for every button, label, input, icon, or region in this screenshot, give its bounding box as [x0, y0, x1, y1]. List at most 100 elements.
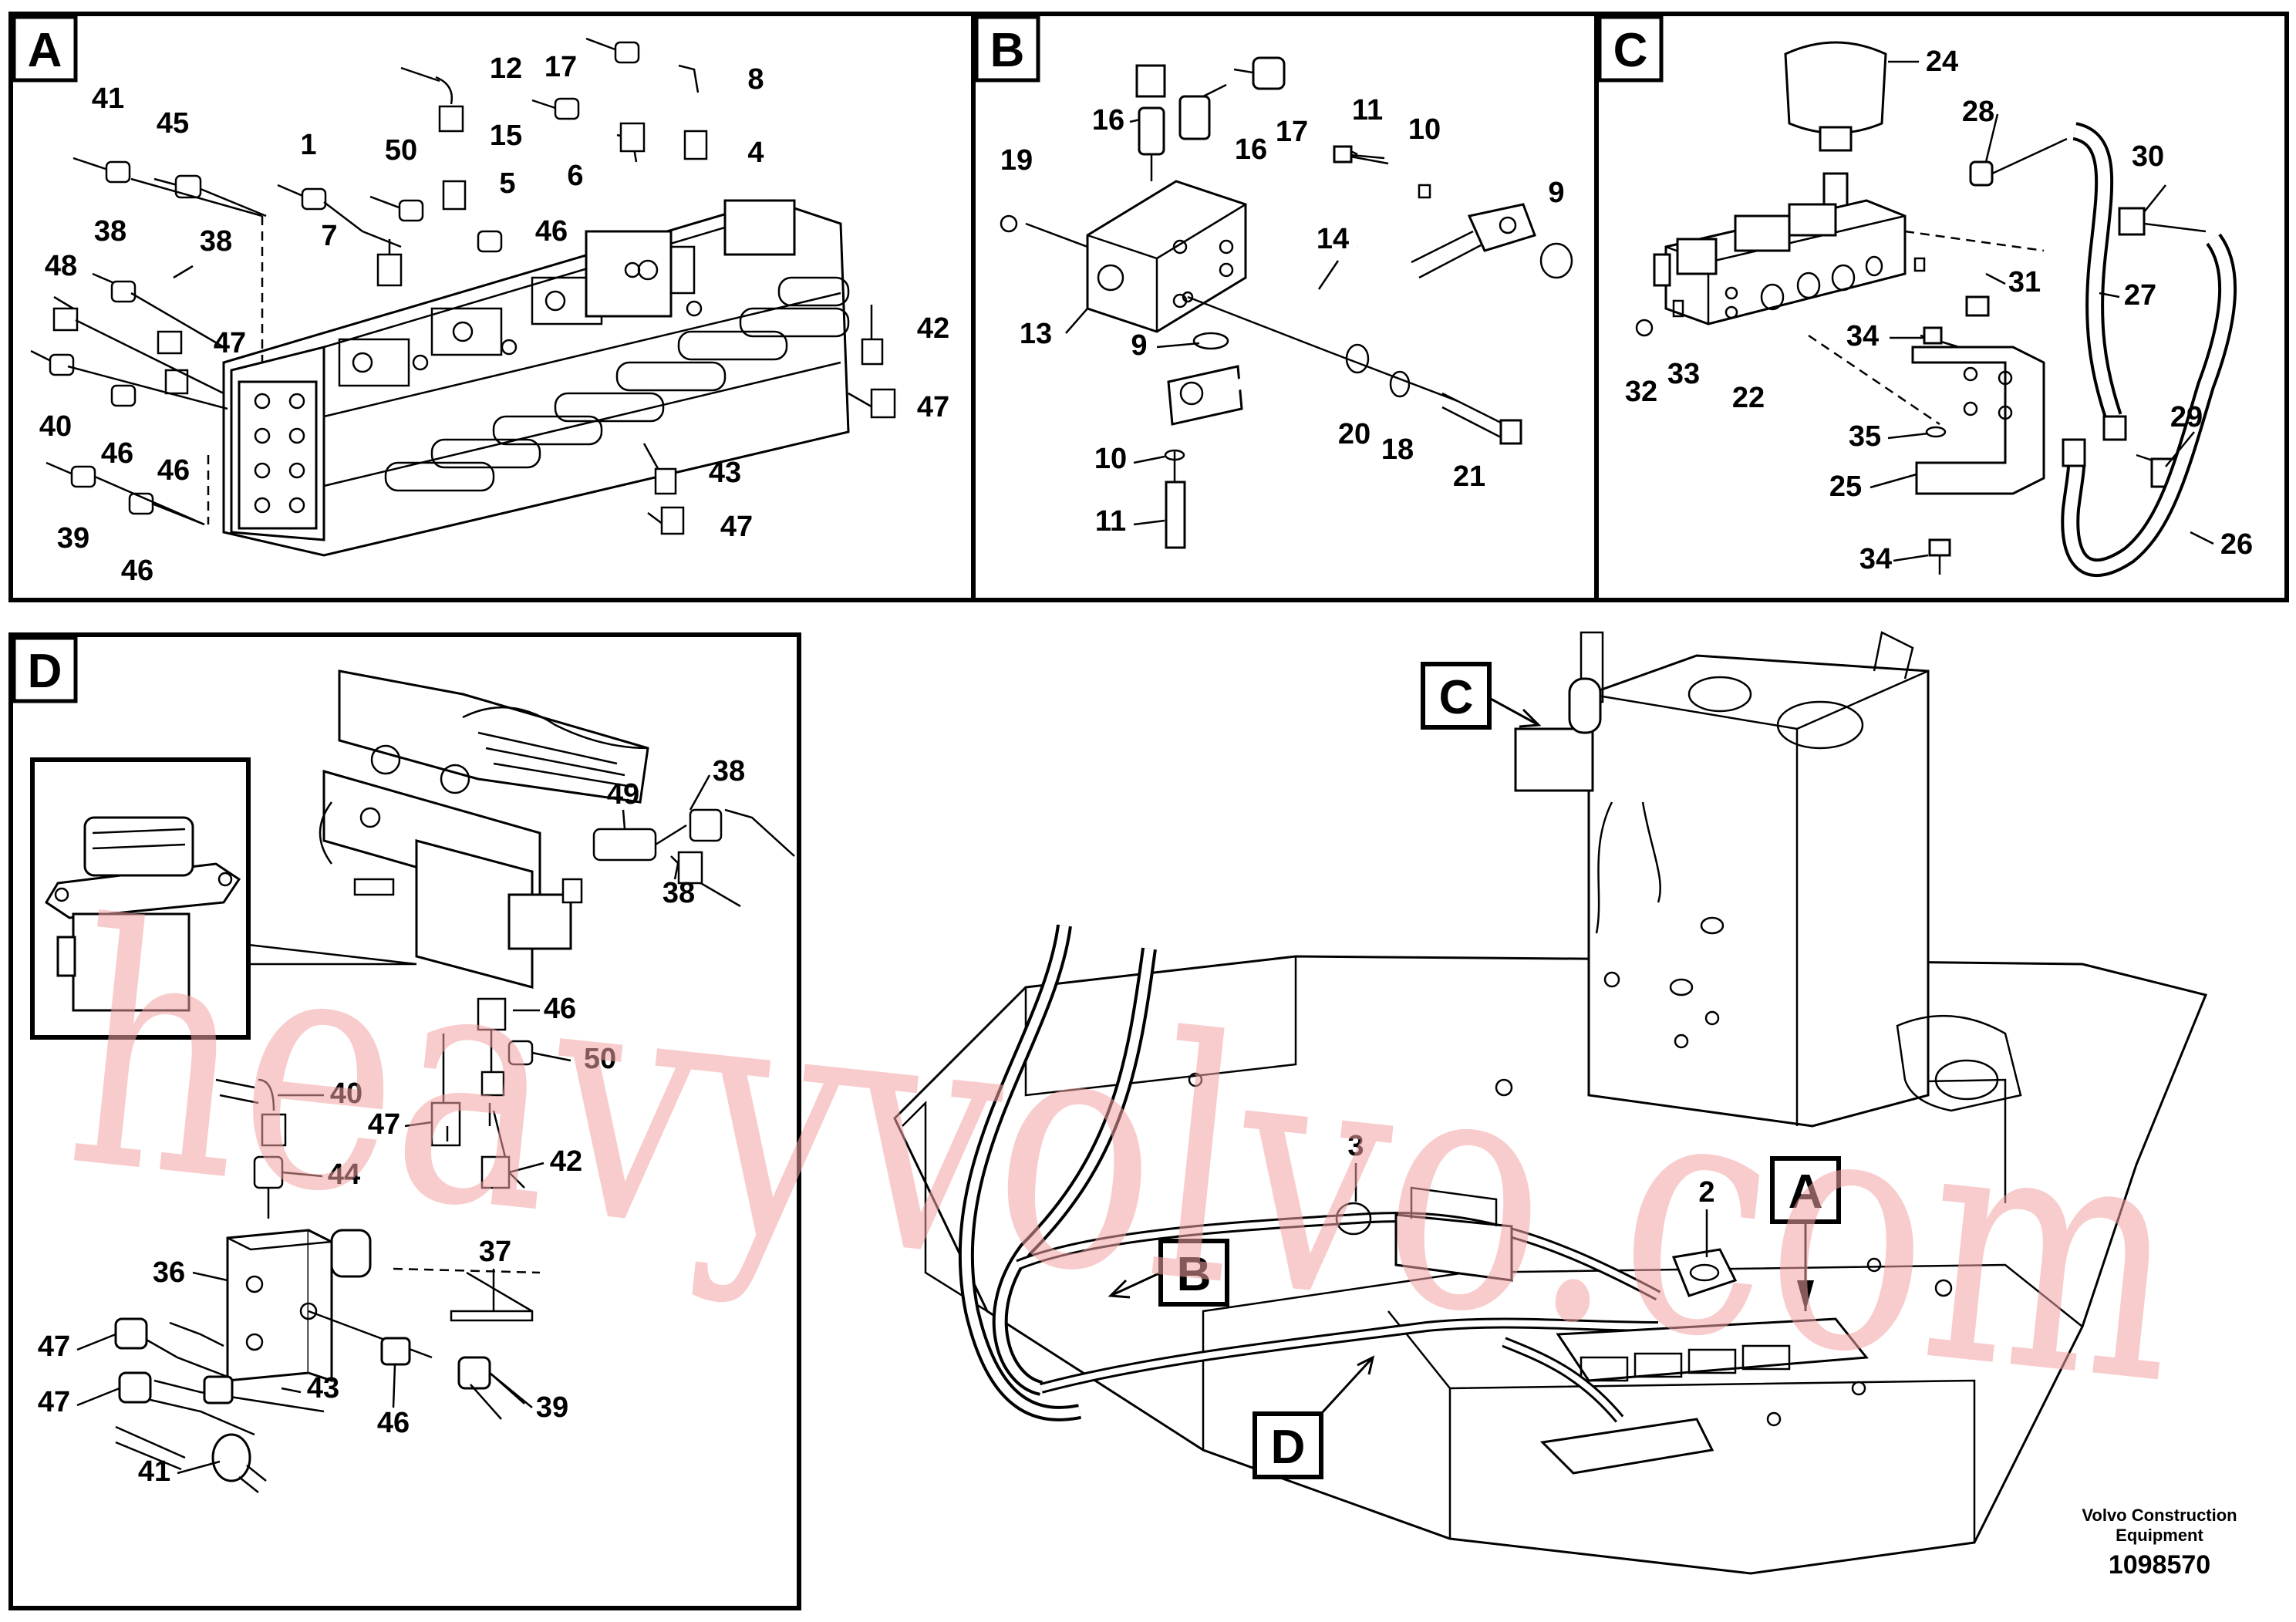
label-a-45: 45 — [157, 107, 189, 140]
label-d-42: 42 — [550, 1145, 582, 1178]
label-a-17: 17 — [544, 51, 577, 83]
label-d-38: 38 — [663, 877, 695, 909]
label-b-11-top: 11 — [1352, 94, 1383, 126]
label-d-38-top: 38 — [713, 755, 745, 787]
label-c-25: 25 — [1829, 470, 1862, 503]
overview-callout-d: D — [1253, 1355, 1375, 1479]
panel-a-tag: A — [28, 24, 62, 77]
label-d-47-bottom: 47 — [38, 1386, 70, 1418]
panel-d-fittings — [215, 808, 795, 1219]
label-d-47-mid: 47 — [38, 1330, 70, 1363]
footer-drawing-number: 1098570 — [2109, 1550, 2210, 1580]
panel-b-frame — [971, 12, 1599, 602]
label-c-26: 26 — [2220, 528, 2253, 561]
label-a-6: 6 — [567, 160, 583, 192]
label-a-46-mid2: 46 — [157, 454, 190, 487]
overview-label-3: 3 — [1347, 1130, 1364, 1162]
label-c-32: 32 — [1625, 376, 1657, 408]
label-a-47-bottom: 47 — [720, 511, 753, 543]
label-d-50: 50 — [584, 1043, 616, 1075]
label-d-46-top: 46 — [544, 993, 576, 1025]
label-d-47-top: 47 — [368, 1108, 400, 1141]
label-b-13: 13 — [1020, 318, 1052, 350]
label-b-20: 20 — [1338, 418, 1371, 450]
footer-company-line2: Equipment — [2116, 1526, 2203, 1545]
label-c-35: 35 — [1849, 420, 1881, 453]
panel-b-tag-box — [974, 15, 1040, 83]
label-a-4: 4 — [747, 137, 764, 169]
panel-c: C — [1594, 12, 2289, 602]
panel-b-leaders — [1065, 118, 1340, 526]
label-c-24: 24 — [1926, 46, 1958, 78]
label-d-37: 37 — [479, 1236, 511, 1268]
overview-label-2: 2 — [1698, 1176, 1714, 1209]
label-a-43: 43 — [709, 457, 741, 489]
pedal-assembly-drawing — [319, 669, 649, 989]
panel-b-labels: 16 16 17 11 10 19 9 14 13 9 20 18 21 10 … — [1000, 94, 1565, 538]
overview-machine — [893, 631, 2208, 1575]
label-a-38-left: 38 — [94, 215, 126, 248]
solenoid-block-drawing — [1000, 56, 1573, 549]
label-a-39: 39 — [57, 522, 89, 555]
overview-callout-c: C — [1421, 662, 1542, 730]
label-b-21: 21 — [1453, 460, 1485, 493]
overview-callout-d-text: D — [1271, 1421, 1306, 1474]
label-c-29: 29 — [2170, 401, 2203, 433]
overview-callout-a: A — [1770, 1156, 1841, 1311]
panel-d-labels: 38 49 38 46 50 47 42 40 44 37 36 47 43 4… — [38, 755, 745, 1488]
valve-manifold-drawing — [1635, 41, 2237, 578]
label-d-36: 36 — [153, 1256, 185, 1289]
overview-labels: 3 2 — [1347, 1130, 1715, 1257]
panel-d: D — [8, 632, 801, 1610]
label-b-16-right: 16 — [1235, 133, 1267, 166]
label-a-47-left: 47 — [214, 327, 246, 359]
label-c-34-bottom: 34 — [1859, 543, 1892, 575]
label-b-9: 9 — [1131, 329, 1147, 362]
label-a-8: 8 — [747, 63, 764, 96]
label-a-42: 42 — [917, 312, 949, 345]
label-a-46-top: 46 — [535, 215, 568, 248]
label-a-7: 7 — [321, 220, 337, 252]
panel-c-labels: 24 28 30 27 31 32 33 22 34 35 25 29 26 3… — [1625, 46, 2253, 575]
solenoid-valve-36-drawing — [114, 1229, 541, 1493]
panel-d-tag: D — [28, 645, 62, 698]
panel-a-labels: 41 45 1 12 17 8 50 5 15 6 4 38 38 48 7 4… — [39, 51, 949, 587]
label-a-47-right: 47 — [917, 391, 949, 423]
panel-c-tag: C — [1613, 24, 1648, 77]
panel-a-fittings — [30, 37, 896, 535]
label-d-41: 41 — [138, 1455, 170, 1488]
label-a-38-mid: 38 — [200, 225, 232, 258]
panel-c-frame — [1594, 12, 2289, 602]
label-b-11: 11 — [1095, 505, 1126, 538]
inset-switch-drawing — [44, 816, 241, 1012]
label-a-50: 50 — [385, 134, 417, 167]
panel-d-tag-box — [12, 636, 78, 703]
overview-callout-b: B — [1108, 1239, 1229, 1307]
label-d-44: 44 — [328, 1158, 360, 1191]
overview-callout-b-text: B — [1177, 1248, 1212, 1301]
overview-callout-c-text: C — [1439, 671, 1474, 724]
panel-c-leaders — [1870, 60, 2214, 562]
panel-a: A — [8, 12, 976, 602]
panel-b: B — [971, 12, 1599, 602]
label-d-40: 40 — [330, 1077, 362, 1110]
label-b-10-top: 10 — [1408, 113, 1441, 146]
label-c-30: 30 — [2132, 140, 2164, 173]
panel-d-inset-frame — [30, 757, 251, 1040]
label-a-15: 15 — [490, 120, 522, 152]
label-c-33: 33 — [1667, 358, 1700, 390]
label-c-34-top: 34 — [1846, 320, 1879, 352]
label-a-12: 12 — [490, 52, 522, 85]
panel-a-leaders — [67, 177, 263, 526]
label-a-5: 5 — [499, 167, 515, 200]
label-c-27: 27 — [2124, 279, 2156, 312]
overview-tank — [1587, 654, 1930, 1128]
label-b-18: 18 — [1381, 433, 1414, 466]
panel-b-tag: B — [990, 24, 1025, 77]
footer-company-line1: Volvo Construction — [2082, 1506, 2237, 1525]
label-d-49: 49 — [607, 778, 639, 811]
label-c-31: 31 — [2008, 266, 2041, 298]
label-a-40: 40 — [39, 410, 72, 443]
panel-a-tag-box — [12, 15, 78, 83]
